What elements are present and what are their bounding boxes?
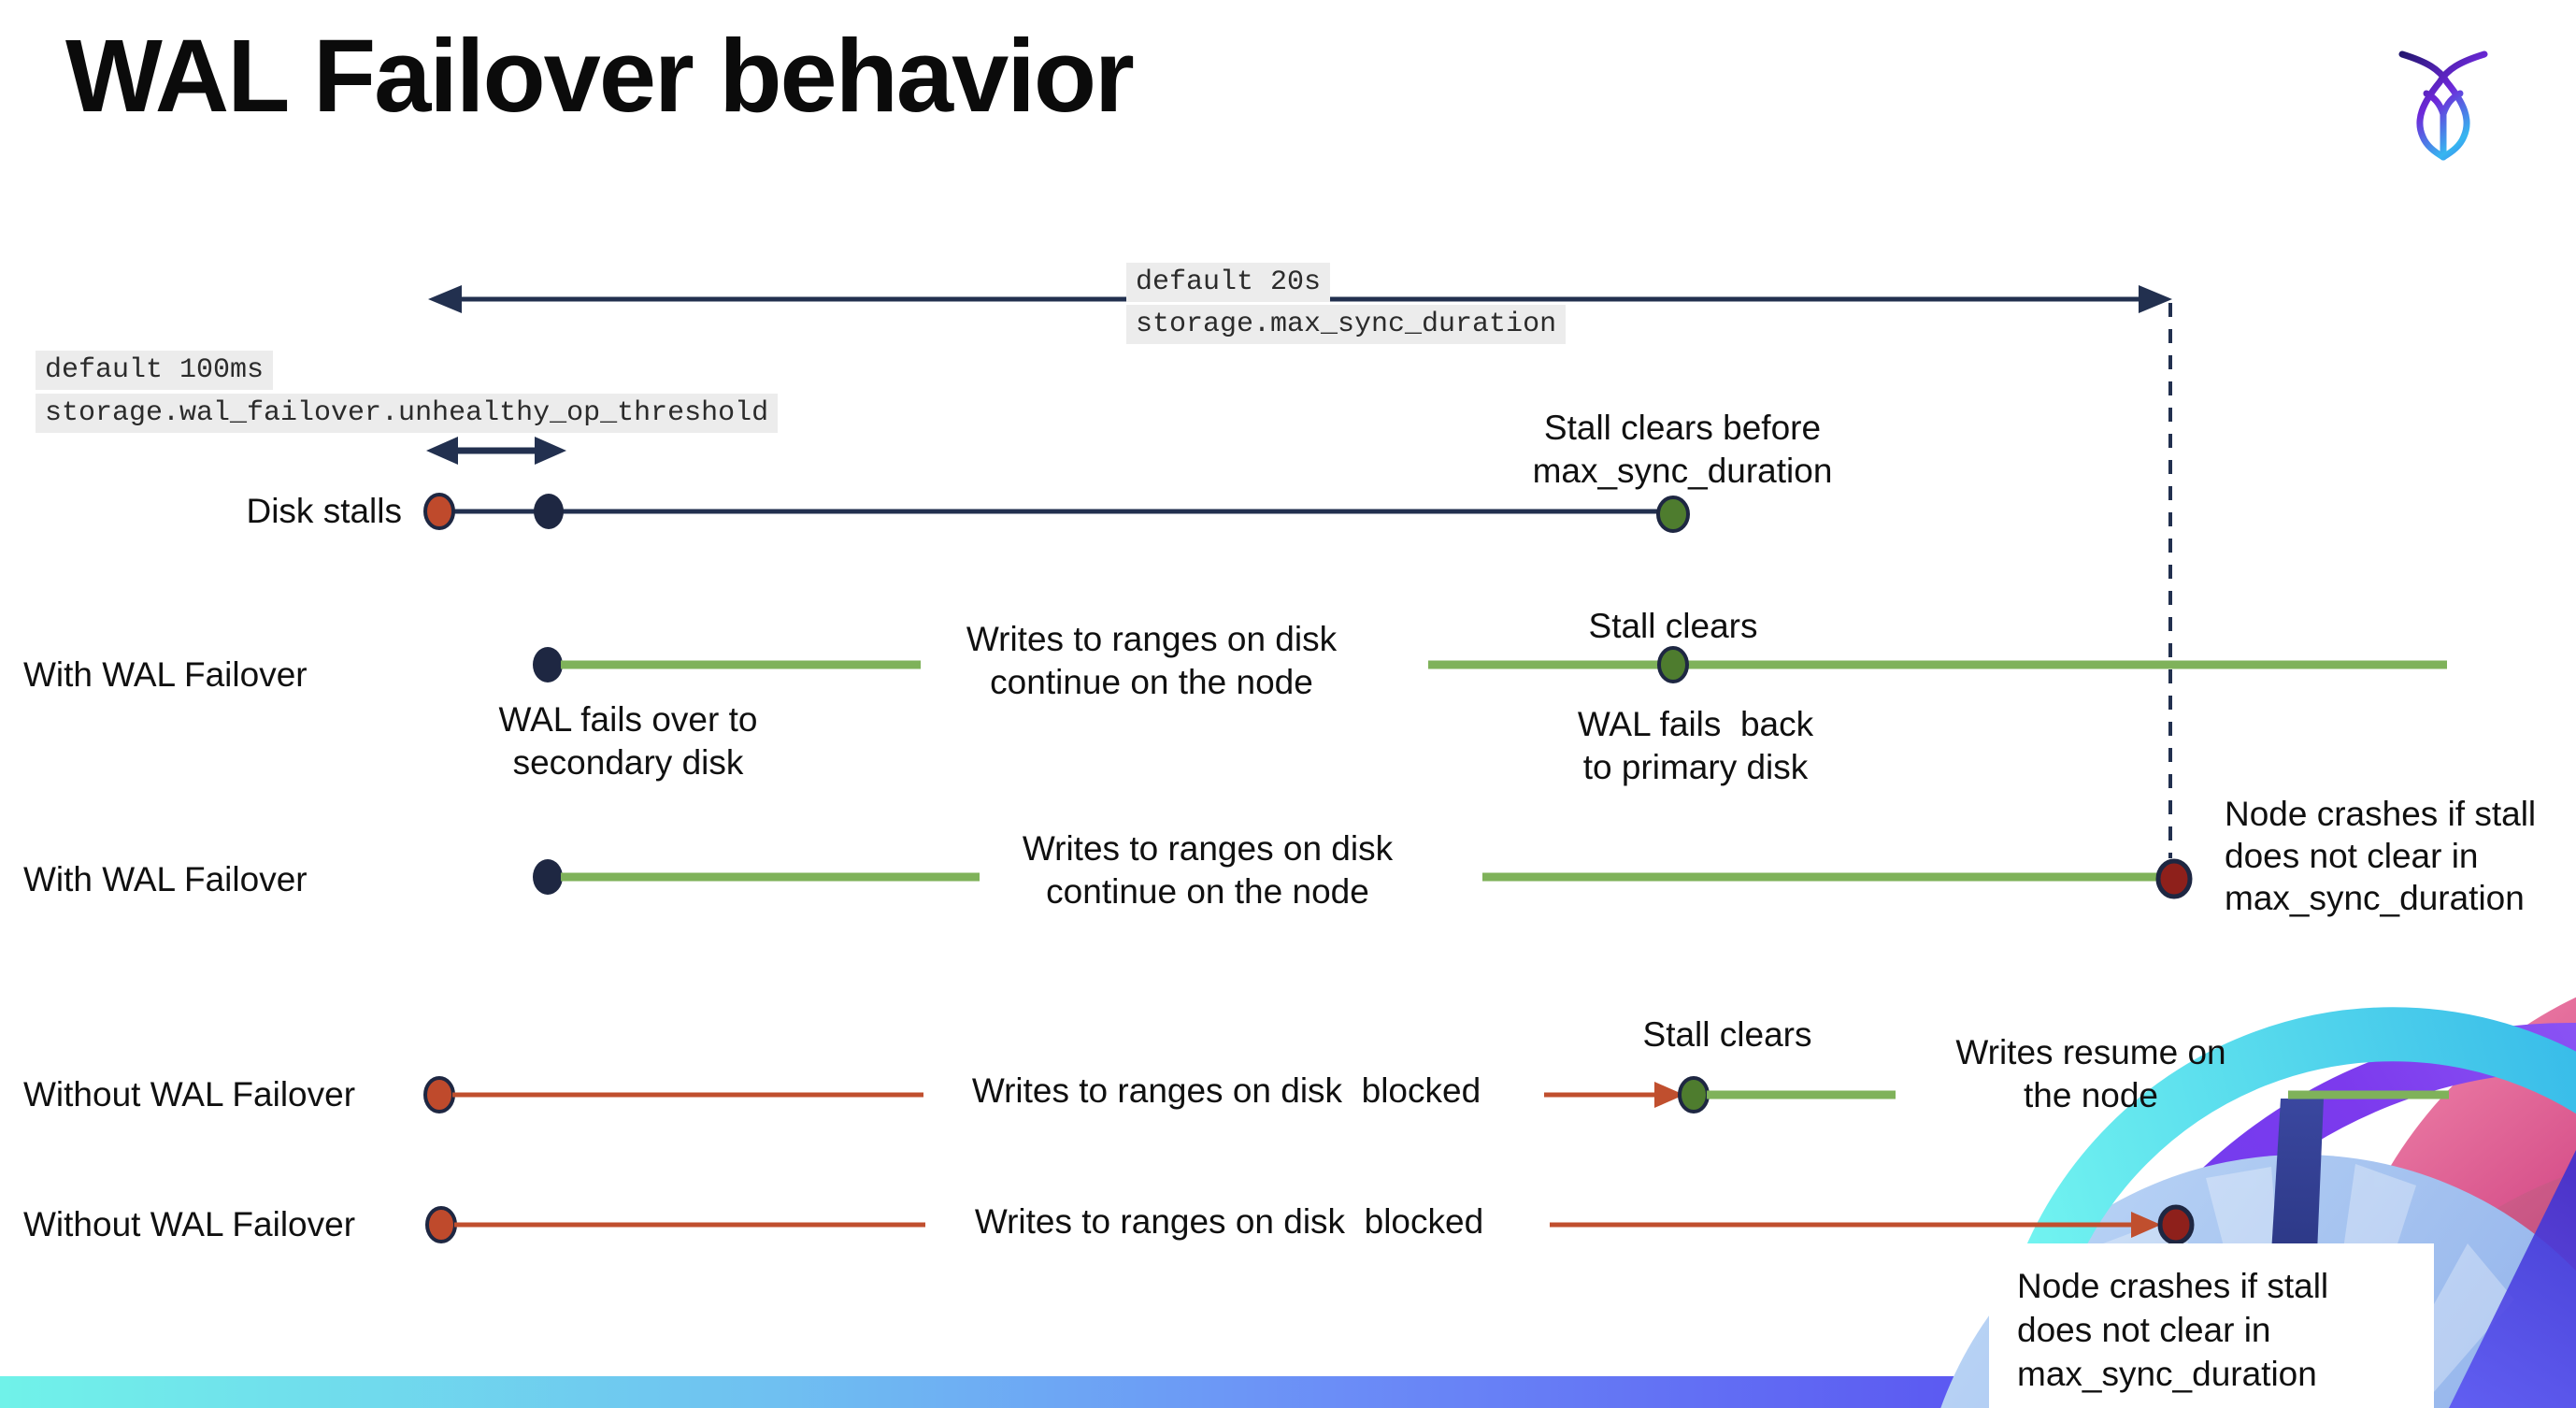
writes-resume-label: Writes resume on the node: [1955, 1033, 2226, 1114]
row-label-disk-stalls: Disk stalls: [246, 492, 402, 530]
writes-blocked-label-1: Writes to ranges on disk blocked: [971, 1071, 1481, 1110]
page-title: WAL Failover behavior: [65, 19, 1135, 134]
writes-continue-label-1: Writes to ranges on disk continue on the…: [966, 620, 1338, 701]
stall-clear-dot: [1656, 496, 1690, 533]
max-sync-default-chip: default 20s: [1126, 263, 1331, 302]
stall-start-dot: [423, 1076, 455, 1113]
row-with-failover-clears-graphics: [533, 646, 2447, 683]
stall-clear-dot: [1657, 646, 1689, 683]
wal-fails-over-label: WAL fails over to secondary disk: [498, 700, 758, 782]
cyan-arch-shape: [1992, 1007, 2576, 1408]
crash-note-box: [1989, 1243, 2434, 1408]
stall-clears-label-2: Stall clears: [1642, 1015, 1812, 1054]
row-label-with-wal-failover-2: With WAL Failover: [23, 860, 308, 898]
stall-clears-label-1: Stall clears: [1588, 607, 1758, 645]
deep-blue-corner-shape: [2449, 1150, 2576, 1408]
wal-fails-back-label: WAL fails back to primary disk: [1577, 705, 1814, 786]
stall-clears-before-label: Stall clears before max_sync_duration: [1532, 409, 1833, 490]
row-with-failover-crash-graphics: [533, 858, 2193, 899]
max-sync-setting-chip: storage.max_sync_duration: [1126, 305, 1567, 344]
unhealthy-op-threshold-arrow: [426, 437, 566, 465]
red-arrowhead: [1654, 1082, 1684, 1108]
stall-start-dot: [423, 493, 455, 530]
row-without-failover-crash-graphics: [425, 1204, 2195, 1245]
stall-start-dot: [425, 1206, 457, 1243]
stall-clear-dot: [1678, 1076, 1710, 1113]
row-label-with-wal-failover-1: With WAL Failover: [23, 655, 308, 694]
row-label-without-wal-failover-1: Without WAL Failover: [23, 1075, 356, 1113]
node-crashes-label-1: Node crashes if stall does not clear in …: [2225, 795, 2537, 917]
unhealthy-op-default-chip: default 100ms: [36, 351, 274, 390]
node-crash-dot: [2155, 858, 2193, 899]
node-crashes-label-2: Node crashes if stall does not clear in …: [2017, 1267, 2329, 1393]
node-crash-dot: [2157, 1204, 2195, 1245]
row-label-without-wal-failover-2: Without WAL Failover: [23, 1205, 356, 1243]
failover-dot: [533, 647, 563, 682]
row-disk-stalls-graphics: [423, 493, 1690, 533]
cockroachdb-logo-icon: [2398, 50, 2488, 161]
red-arrowhead: [2131, 1212, 2161, 1238]
failover-dot: [533, 859, 563, 895]
failover-trigger-dot: [534, 494, 564, 529]
unhealthy-op-setting-chip: storage.wal_failover.unhealthy_op_thresh…: [36, 394, 779, 433]
writes-continue-label-2: Writes to ranges on disk continue on the…: [1022, 829, 1394, 911]
writes-blocked-label-2: Writes to ranges on disk blocked: [974, 1202, 1484, 1241]
row-without-failover-clears-graphics: [423, 1076, 2449, 1113]
